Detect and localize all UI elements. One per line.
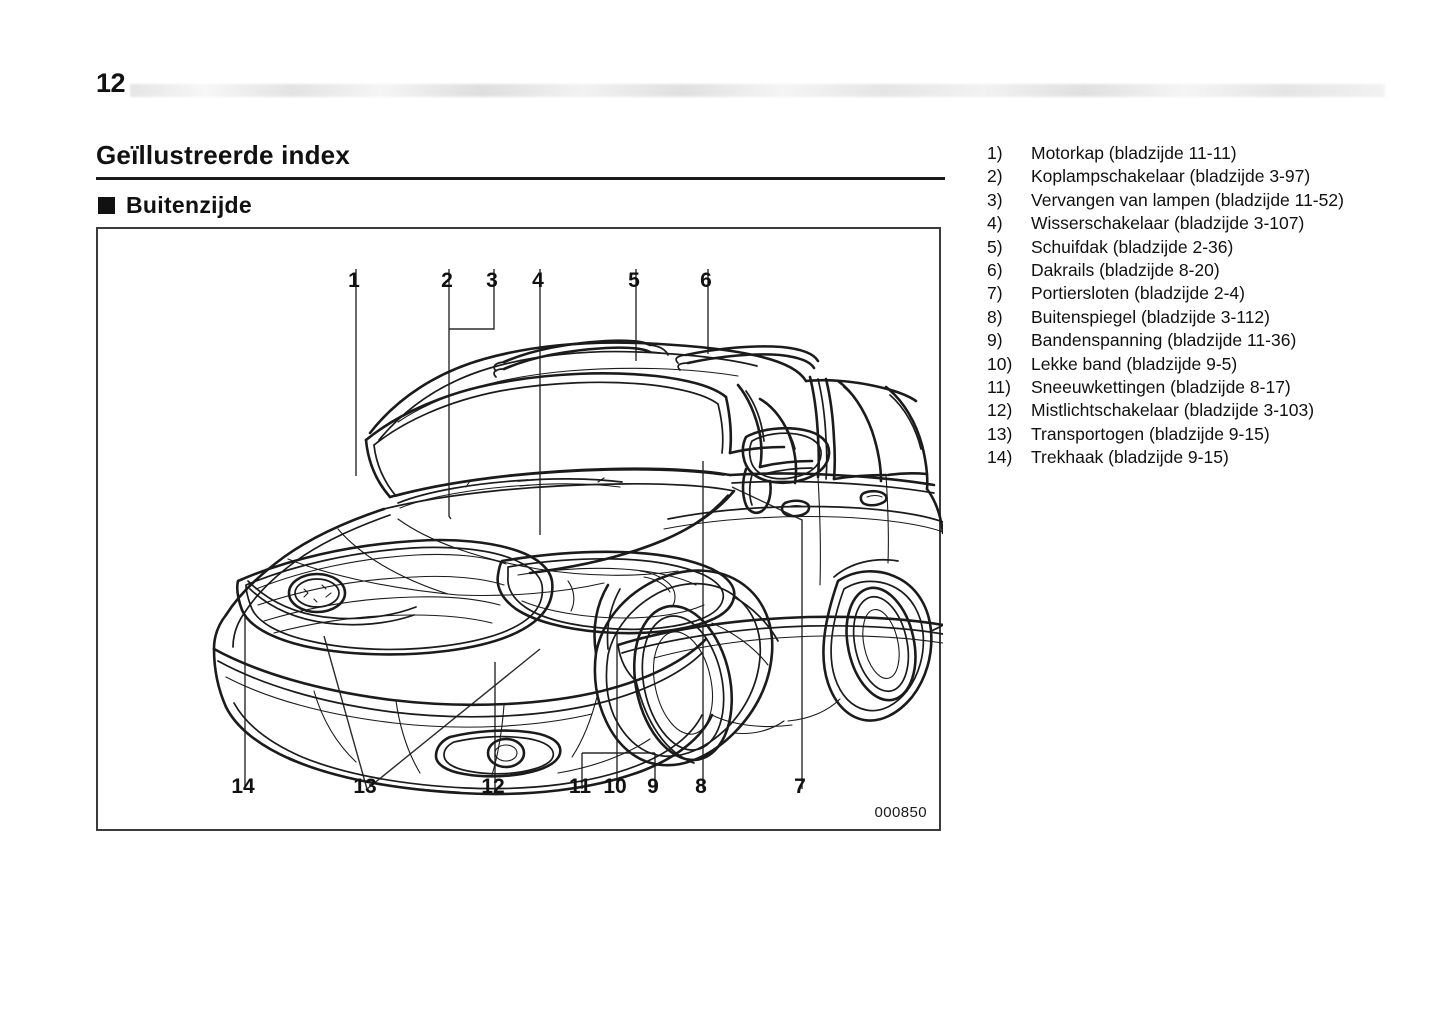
legend-label: Schuifdak (bladzijde 2-36) [1031, 236, 1234, 257]
callout-number: 12 [481, 775, 505, 798]
list-item: 11) Sneeuwkettingen (bladzijde 8-17) [987, 376, 1407, 399]
list-item: 6) Dakrails (bladzijde 8-20) [987, 259, 1407, 282]
list-item: 1) Motorkap (bladzijde 11-11) [987, 142, 1407, 165]
legend-number: 8) [987, 306, 1003, 327]
callout-number: 13 [353, 775, 377, 798]
page-title: Geïllustreerde index [96, 140, 350, 170]
legend-number: 14) [987, 447, 1013, 468]
callout-number: 14 [231, 775, 255, 798]
legend-number: 4) [987, 213, 1003, 234]
legend-label: Mistlichtschakelaar (bladzijde 3-103) [1031, 400, 1315, 421]
callout-number: 3 [486, 269, 498, 292]
callout-number: 6 [700, 269, 712, 292]
callout-number: 4 [532, 269, 544, 292]
list-item: 8) Buitenspiegel (bladzijde 3-112) [987, 306, 1407, 329]
legend-number: 7) [987, 283, 1003, 304]
legend-number: 1) [987, 143, 1003, 163]
callout-number: 10 [603, 775, 627, 798]
page-number: 12 [96, 68, 126, 98]
figure-frame: 000850 [96, 227, 943, 831]
list-item: 3) Vervangen van lampen (bladzijde 11-52… [987, 189, 1407, 212]
list-item: 13) Transportogen (bladzijde 9-15) [987, 423, 1407, 446]
legend-label: Koplampschakelaar (bladzijde 3-97) [1031, 166, 1311, 187]
legend-number: 5) [987, 236, 1003, 257]
list-item: 9) Bandenspanning (bladzijde 11-36) [987, 329, 1407, 352]
legend-label: Buitenspiegel (bladzijde 3-112) [1031, 306, 1270, 327]
legend-label: Bandenspanning (bladzijde 11-36) [1031, 330, 1297, 351]
legend-label: Trekhaak (bladzijde 9-15) [1031, 447, 1229, 468]
legend-label: Dakrails (bladzijde 8-20) [1031, 260, 1220, 281]
callout-number: 1 [348, 269, 360, 292]
list-item: 5) Schuifdak (bladzijde 2-36) [987, 236, 1407, 259]
callout-leader-lines [244, 269, 803, 790]
callout-number: 8 [695, 775, 707, 798]
callout-number: 11 [568, 775, 592, 798]
legend-label: Sneeuwkettingen (bladzijde 8-17) [1031, 377, 1291, 398]
vehicle-diagram [212, 269, 943, 796]
legend-number: 3) [987, 189, 1003, 210]
list-item: 2) Koplampschakelaar (bladzijde 3-97) [987, 165, 1407, 188]
legend-number: 13) [987, 423, 1013, 444]
legend-list: 1) Motorkap (bladzijde 11-11) 2) Koplamp… [987, 142, 1407, 470]
legend-number: 9) [987, 330, 1003, 351]
list-item: 7) Portiersloten (bladzijde 2-4) [987, 282, 1407, 305]
filled-square-bullet-icon [98, 197, 115, 214]
scan-artifact-streak [130, 84, 1385, 97]
callout-number: 7 [794, 775, 806, 798]
legend-number: 12) [987, 400, 1013, 421]
callout-number: 2 [441, 269, 453, 292]
list-item: 10) Lekke band (bladzijde 9-5) [987, 353, 1407, 376]
legend-label: Wisserschakelaar (bladzijde 3-107) [1031, 213, 1305, 234]
legend-label: Motorkap (bladzijde 11-11) [1031, 143, 1237, 163]
legend-label: Vervangen van lampen (bladzijde 11-52) [1031, 189, 1344, 210]
forester-outline [212, 339, 943, 796]
legend-number: 2) [987, 166, 1003, 187]
legend-label: Portiersloten (bladzijde 2-4) [1031, 283, 1245, 304]
subsection-heading: Buitenzijde [98, 192, 252, 219]
title-divider [96, 177, 945, 180]
list-item: 4) Wisserschakelaar (bladzijde 3-107) [987, 212, 1407, 235]
legend-label: Transportogen (bladzijde 9-15) [1031, 423, 1270, 444]
subsection-label: Buitenzijde [126, 192, 252, 218]
list-item: 14) Trekhaak (bladzijde 9-15) [987, 446, 1407, 469]
legend-number: 6) [987, 260, 1003, 281]
callout-number: 9 [647, 775, 659, 798]
list-item: 12) Mistlichtschakelaar (bladzijde 3-103… [987, 399, 1407, 422]
legend-label: Lekke band (bladzijde 9-5) [1031, 353, 1238, 374]
legend-number: 11) [987, 377, 1011, 398]
callout-number: 5 [628, 269, 640, 292]
legend-number: 10) [987, 353, 1013, 374]
figure-id-code: 000850 [874, 804, 927, 821]
